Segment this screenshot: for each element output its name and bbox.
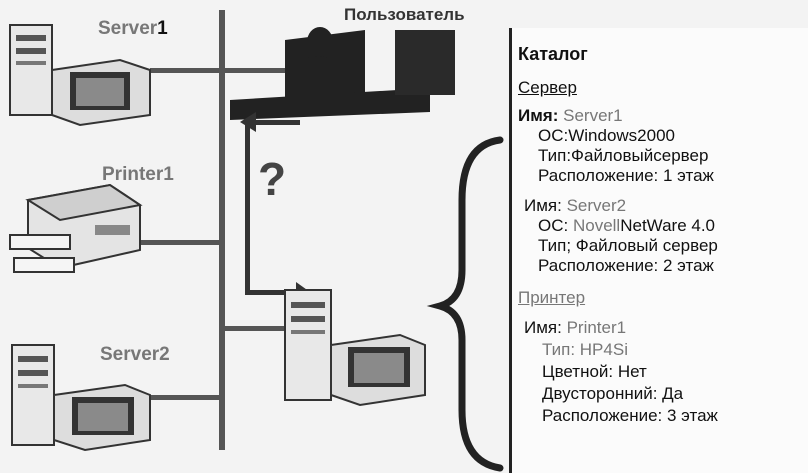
catalog-brace bbox=[440, 140, 500, 468]
server2-os-vendor: Novell bbox=[573, 216, 620, 235]
directory-server-icon bbox=[285, 290, 425, 405]
link-local-server bbox=[225, 326, 285, 331]
network-backbone bbox=[219, 10, 225, 450]
link-server2 bbox=[150, 395, 220, 400]
link-user bbox=[225, 68, 285, 73]
server2-name: Server2 bbox=[567, 196, 627, 215]
server1-name-row: Имя: Server1 bbox=[518, 106, 623, 126]
server2-os: ОС: NovellNetWare 4.0 bbox=[538, 216, 715, 236]
server1-type: Тип:Файловыйсервер bbox=[538, 146, 708, 166]
server1-name: Server1 bbox=[563, 106, 623, 125]
question-mark: ? bbox=[258, 152, 286, 206]
name-label: Имя: bbox=[524, 196, 562, 215]
server2-type: Тип; Файловый сервер bbox=[538, 236, 718, 256]
user-label: Пользователь bbox=[344, 5, 465, 25]
server1-os: ОС:Windows2000 bbox=[538, 126, 675, 146]
server1-label-num: 1 bbox=[157, 18, 168, 39]
server1-location: Расположение: 1 этаж bbox=[538, 166, 714, 186]
server1-label: Server1 bbox=[98, 18, 168, 40]
printer1-label: Printer1 bbox=[102, 164, 174, 186]
printer1-duplex: Двусторонний: Да bbox=[542, 384, 683, 404]
server1-label-text: Server bbox=[98, 18, 157, 39]
printer-section-header: Принтер bbox=[518, 288, 585, 308]
server2-location: Расположение: 2 этаж bbox=[538, 256, 714, 276]
printer1-type: Тип: HP4Si bbox=[542, 340, 628, 360]
server2-label: Server2 bbox=[100, 344, 170, 366]
catalog-title: Каталог bbox=[518, 44, 588, 64]
name-label: Имя: bbox=[518, 106, 558, 125]
printer1-icon bbox=[10, 185, 140, 272]
server2-name-row: Имя: Server2 bbox=[524, 196, 626, 216]
query-arrow bbox=[240, 112, 310, 302]
link-server1 bbox=[150, 68, 220, 73]
printer1-name-row: Имя: Printer1 bbox=[524, 318, 626, 338]
user-icon bbox=[230, 27, 455, 120]
name-label: Имя: bbox=[524, 318, 562, 337]
server1-icon bbox=[10, 25, 150, 125]
server2-os-product: NetWare 4.0 bbox=[620, 216, 715, 235]
link-printer1 bbox=[140, 240, 220, 245]
os-label: ОС: bbox=[538, 216, 568, 235]
server-section-header: Сервер bbox=[518, 78, 577, 98]
printer1-location: Расположение: 3 этаж bbox=[542, 406, 718, 426]
printer1-color: Цветной: Нет bbox=[542, 362, 647, 382]
printer1-name: Printer1 bbox=[567, 318, 627, 337]
catalog-panel: Каталог Сервер Имя: Server1 ОС:Windows20… bbox=[509, 28, 808, 473]
